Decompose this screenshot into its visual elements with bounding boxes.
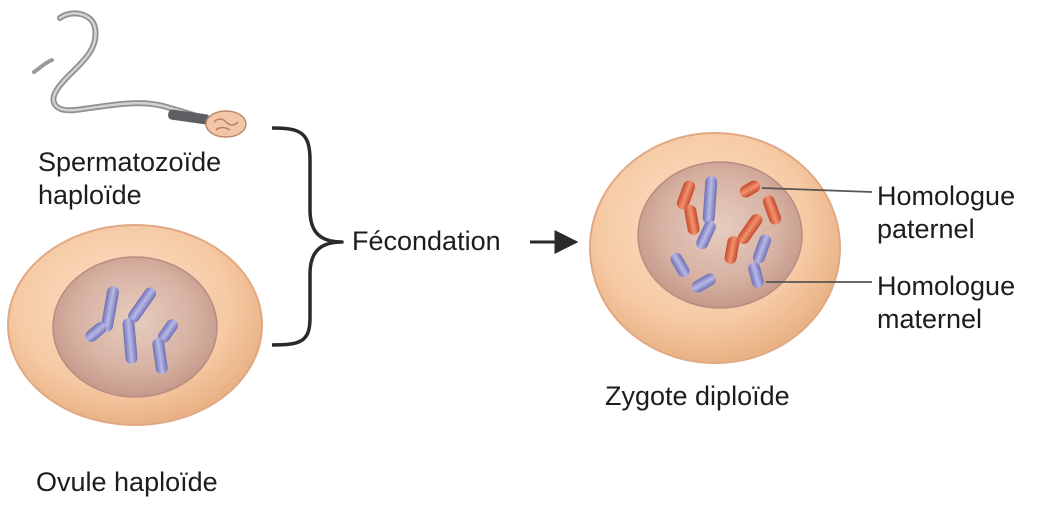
sperm-label: Spermatozoïde haploïde <box>38 146 221 212</box>
zygote-cell <box>590 133 840 363</box>
fertilization-label: Fécondation <box>352 225 501 258</box>
ovule-nucleus <box>53 257 217 397</box>
ovule-label: Ovule haploïde <box>36 466 218 499</box>
paternal-label-line1: Homologue <box>877 180 1015 213</box>
paternal-label-line2: paternel <box>877 213 1015 246</box>
sperm-head <box>206 111 246 137</box>
maternal-label-line1: Homologue <box>877 270 1015 303</box>
paternal-homologue-label: Homologue paternel <box>877 180 1015 246</box>
maternal-homologue-label: Homologue maternel <box>877 270 1015 336</box>
maternal-label-line2: maternel <box>877 303 1015 336</box>
sperm-label-line1: Spermatozoïde <box>38 146 221 179</box>
sperm-cell <box>34 13 246 137</box>
zygote-nucleus <box>638 162 802 308</box>
zygote-label: Zygote diploïde <box>605 380 790 413</box>
joining-bracket <box>272 128 342 345</box>
sperm-label-line2: haploïde <box>38 179 221 212</box>
ovule-cell <box>8 225 262 425</box>
